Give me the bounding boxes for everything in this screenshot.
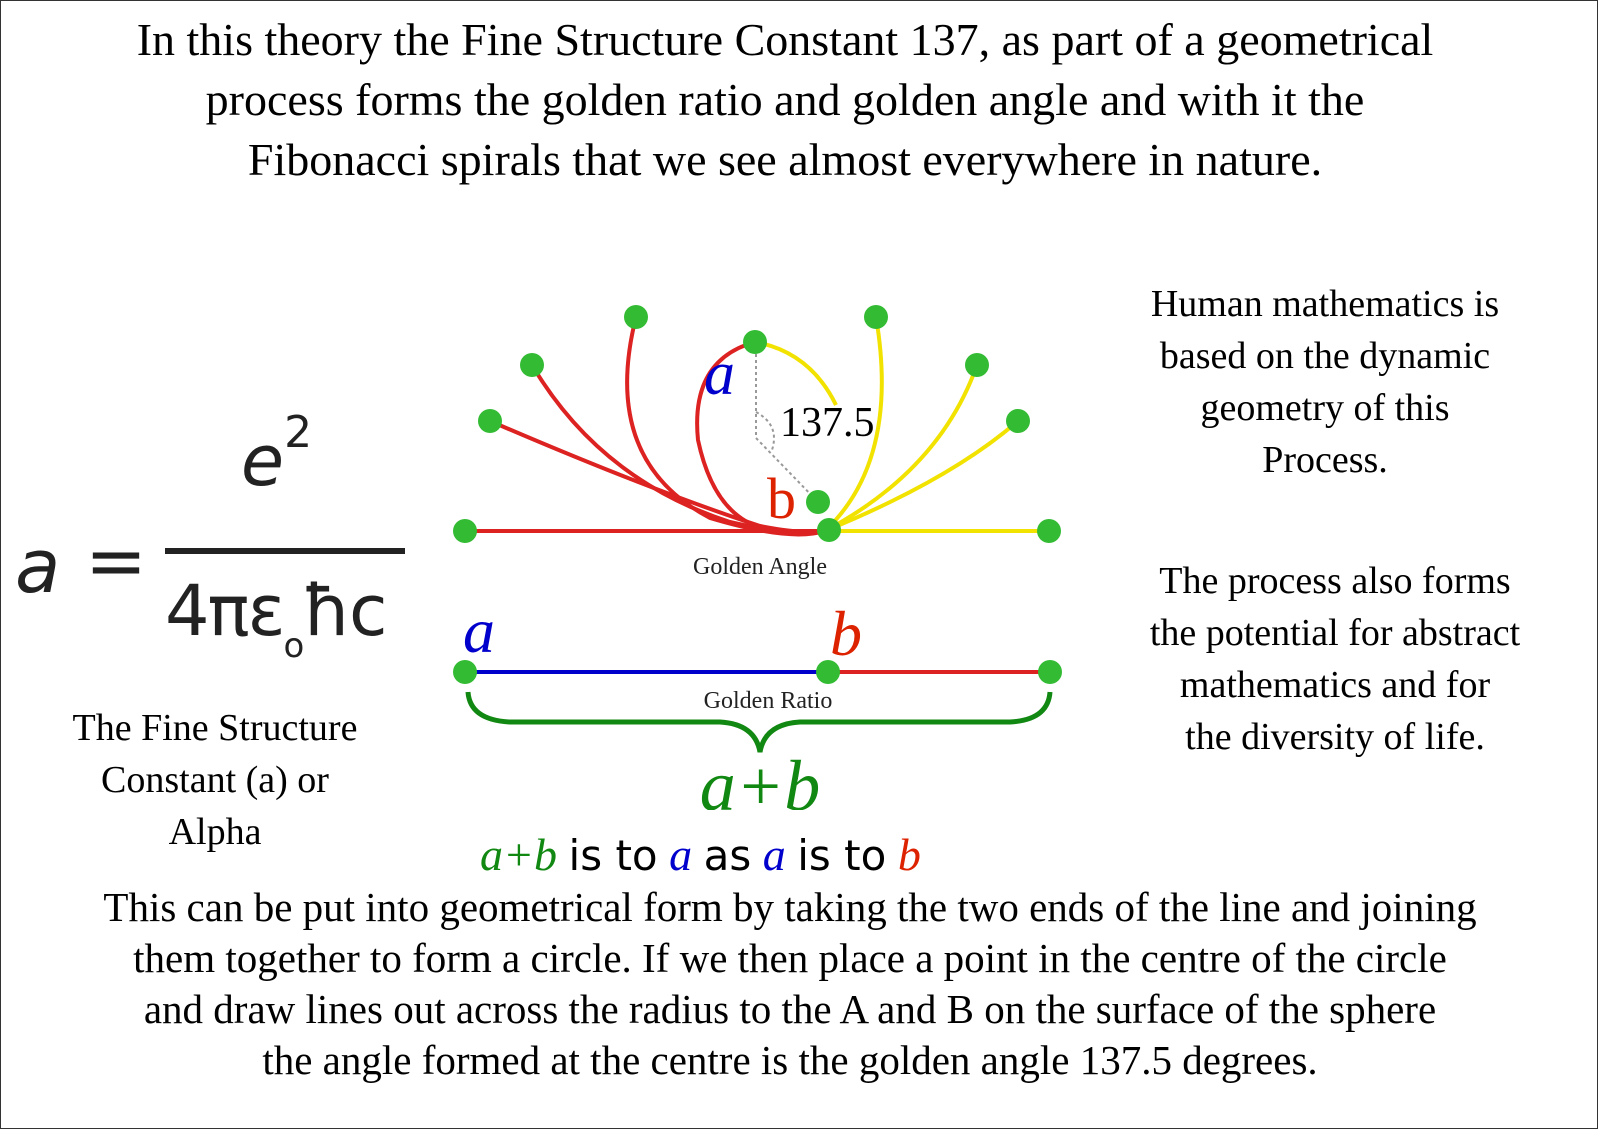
golden-angle-caption: Golden Angle bbox=[693, 554, 827, 580]
point bbox=[1006, 409, 1030, 433]
ratio-point-mid bbox=[816, 660, 840, 684]
title-line-2: process forms the golden ratio and golde… bbox=[205, 74, 1365, 125]
red-arc-5 bbox=[695, 340, 826, 536]
right-top-line-1: Human mathematics is bbox=[1150, 283, 1500, 325]
page-title: In this theory the Fine Structure Consta… bbox=[20, 10, 1550, 190]
ratio-part-sum: a+b bbox=[480, 829, 558, 880]
yellow-arc-2 bbox=[824, 419, 1020, 533]
formula-caption: The Fine Structure Constant (a) or Alpha bbox=[20, 702, 410, 858]
point bbox=[1037, 519, 1061, 543]
formula-den-sub: o bbox=[283, 626, 305, 666]
ratio-part-a-1: a bbox=[669, 829, 693, 880]
sum-label: a+b bbox=[700, 746, 821, 810]
ratio-part-is-to-2: is to bbox=[797, 831, 887, 880]
formula-fraction-bar bbox=[165, 548, 405, 554]
ratio-point-end bbox=[1038, 660, 1062, 684]
sum-brace bbox=[465, 691, 1053, 753]
formula-caption-line-1: The Fine Structure bbox=[72, 707, 358, 749]
bottom-line-2: them together to form a circle. If we th… bbox=[133, 935, 1447, 981]
right-bottom-line-2: the potential for abstract bbox=[1149, 612, 1521, 654]
formula-den-tail: ħc bbox=[302, 570, 387, 652]
bottom-line-4: the angle formed at the centre is the go… bbox=[262, 1037, 1318, 1083]
point bbox=[478, 409, 502, 433]
formula-caption-line-3: Alpha bbox=[168, 811, 262, 853]
right-top-line-4: Process. bbox=[1262, 439, 1388, 481]
red-arcs bbox=[465, 316, 826, 537]
formula-e: e bbox=[241, 420, 285, 502]
point bbox=[624, 305, 648, 329]
point bbox=[864, 305, 888, 329]
ratio-part-as: as bbox=[703, 831, 752, 880]
right-top-line-2: based on the dynamic bbox=[1159, 335, 1491, 377]
point bbox=[520, 353, 544, 377]
right-bottom-line-4: the diversity of life. bbox=[1185, 716, 1485, 758]
yellow-arc-3 bbox=[824, 364, 979, 533]
arc-points bbox=[453, 305, 1061, 543]
ratio-label-a: a bbox=[463, 595, 495, 666]
golden-ratio-caption: Golden Ratio bbox=[704, 688, 833, 714]
formula-exponent: 2 bbox=[284, 406, 313, 458]
angle-line-b bbox=[755, 437, 819, 503]
point bbox=[965, 353, 989, 377]
ratio-label-b: b bbox=[830, 598, 862, 669]
title-line-3: Fibonacci spirals that we see almost eve… bbox=[247, 134, 1323, 185]
angle-value: 137.5 bbox=[780, 400, 875, 446]
ratio-point-start bbox=[453, 660, 477, 684]
ratio-part-is-to-1: is to bbox=[568, 831, 658, 880]
angle-label-a: a bbox=[704, 340, 735, 408]
point bbox=[743, 330, 767, 354]
title-line-1: In this theory the Fine Structure Consta… bbox=[136, 14, 1434, 65]
yellow-arcs bbox=[754, 316, 1049, 533]
formula-alpha: a bbox=[15, 524, 61, 610]
angle-label-b: b bbox=[767, 466, 796, 531]
right-text-top: Human mathematics is based on the dynami… bbox=[1110, 278, 1540, 486]
angle-lines bbox=[755, 342, 819, 503]
formula-den-main: 4πε bbox=[165, 570, 286, 652]
golden-diagram: a b 137.5 Golden Angle a b Golden Ratio … bbox=[453, 305, 1062, 810]
formula-equals: = bbox=[85, 518, 148, 604]
yellow-arc-4 bbox=[823, 316, 884, 533]
bottom-line-1: This can be put into geometrical form by… bbox=[103, 884, 1477, 930]
right-bottom-line-1: The process also forms bbox=[1159, 560, 1511, 602]
bottom-paragraph: This can be put into geometrical form by… bbox=[20, 882, 1560, 1086]
bottom-line-3: and draw lines out across the radius to … bbox=[143, 986, 1437, 1032]
angle-arc bbox=[755, 411, 775, 451]
right-text-bottom: The process also forms the potential for… bbox=[1105, 555, 1565, 763]
ratio-part-b: b bbox=[897, 829, 921, 880]
yellow-arc-5 bbox=[754, 340, 838, 406]
formula-numerator: e2 bbox=[241, 407, 312, 502]
ratio-part-a-2: a bbox=[762, 829, 786, 880]
point bbox=[817, 518, 841, 542]
ratio-statement: a+b is to a as a is to b bbox=[480, 828, 921, 881]
right-bottom-line-3: mathematics and for bbox=[1179, 664, 1491, 706]
point bbox=[453, 519, 477, 543]
formula-denominator: 4πεoħc bbox=[165, 570, 387, 666]
fine-structure-formula: a = e2 4πεoħc bbox=[15, 407, 415, 700]
formula-caption-line-2: Constant (a) or bbox=[101, 759, 329, 801]
point bbox=[806, 490, 830, 514]
right-top-line-3: geometry of this bbox=[1200, 387, 1450, 429]
